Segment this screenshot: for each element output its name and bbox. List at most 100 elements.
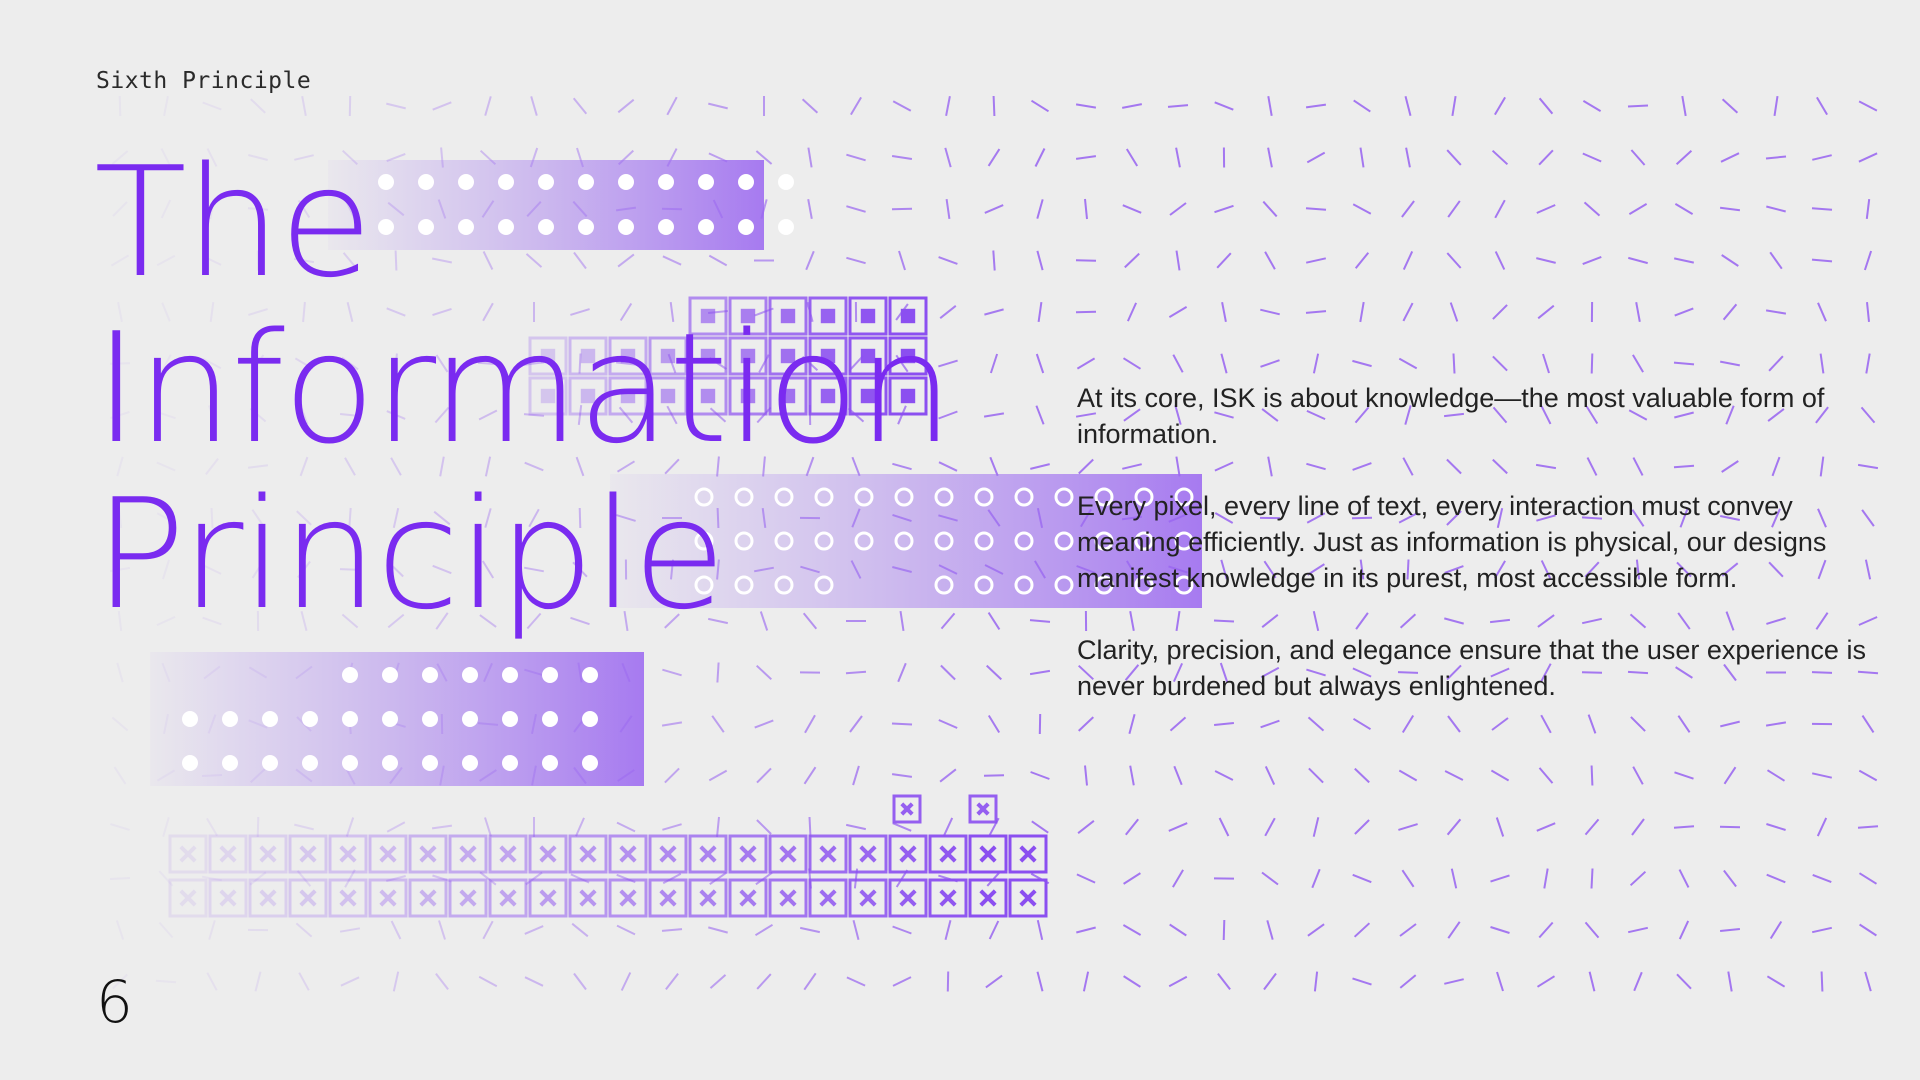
dash-mark bbox=[1124, 252, 1140, 269]
dash-mark bbox=[394, 353, 398, 374]
dash-mark bbox=[716, 456, 720, 477]
pattern-box-fill bbox=[740, 308, 756, 324]
pattern-box-fill bbox=[740, 348, 756, 364]
pattern-box-fill bbox=[540, 348, 556, 364]
dash-mark bbox=[110, 254, 130, 267]
dash-mark bbox=[394, 250, 398, 271]
dash-mark bbox=[1404, 96, 1412, 116]
pattern-box bbox=[688, 336, 728, 376]
dash-mark bbox=[570, 308, 590, 316]
dash-mark bbox=[477, 361, 499, 366]
dash-mark bbox=[109, 362, 131, 365]
dash-mark bbox=[1817, 559, 1827, 580]
pattern-dot bbox=[934, 531, 954, 551]
dash-mark bbox=[340, 976, 360, 987]
dash-mark bbox=[716, 816, 720, 838]
pattern-box-fill bbox=[820, 348, 836, 364]
dash-mark bbox=[1632, 354, 1644, 373]
dash-mark bbox=[1353, 99, 1371, 113]
dash-mark bbox=[707, 617, 729, 625]
dash-mark bbox=[206, 817, 218, 837]
dash-mark bbox=[208, 405, 216, 425]
pattern-dot bbox=[378, 174, 394, 190]
pattern-box bbox=[648, 376, 688, 416]
dash-mark bbox=[1811, 671, 1833, 674]
dash-mark bbox=[1029, 619, 1051, 623]
dash-mark bbox=[109, 566, 131, 573]
dash-mark bbox=[1491, 717, 1509, 731]
pattern-dot bbox=[698, 174, 714, 190]
dash-mark bbox=[1124, 664, 1140, 681]
dash-mark bbox=[1075, 310, 1097, 314]
pattern-dot bbox=[538, 219, 554, 235]
dash-mark bbox=[1260, 308, 1280, 316]
dash-mark bbox=[344, 869, 356, 888]
pattern-box bbox=[728, 336, 768, 376]
dash-mark bbox=[940, 612, 956, 630]
dash-mark bbox=[111, 716, 129, 732]
dash-mark bbox=[1398, 512, 1418, 524]
dash-mark bbox=[1036, 199, 1044, 219]
dash-mark bbox=[1078, 664, 1094, 681]
dash-mark bbox=[1175, 456, 1181, 477]
pattern-dot bbox=[694, 575, 714, 595]
dash-mark bbox=[1582, 255, 1602, 266]
dash-mark bbox=[1674, 203, 1694, 215]
dash-mark bbox=[892, 100, 912, 112]
dash-mark bbox=[296, 870, 312, 887]
dash-mark bbox=[251, 354, 265, 373]
dash-mark bbox=[1129, 611, 1135, 631]
dash-mark bbox=[891, 773, 913, 778]
dash-mark bbox=[1312, 353, 1320, 374]
dash-mark bbox=[438, 920, 446, 940]
pattern-box-fill bbox=[700, 308, 716, 324]
pattern-dot bbox=[342, 711, 358, 727]
dash-mark bbox=[1264, 817, 1276, 837]
dash-mark bbox=[1816, 96, 1828, 116]
pattern-dot bbox=[498, 219, 514, 235]
dash-mark bbox=[1075, 103, 1097, 109]
pattern-dot bbox=[694, 487, 714, 507]
dash-mark bbox=[1535, 463, 1557, 470]
dash-mark bbox=[755, 150, 773, 165]
dash-mark bbox=[1122, 357, 1142, 370]
dash-mark bbox=[1168, 306, 1188, 318]
pattern-dot bbox=[1134, 531, 1154, 551]
dash-mark bbox=[578, 507, 582, 529]
dash-mark bbox=[1126, 302, 1138, 322]
pattern-box-fill bbox=[780, 308, 796, 324]
dash-mark bbox=[666, 96, 678, 116]
dash-mark bbox=[1863, 250, 1873, 271]
dash-mark bbox=[1036, 250, 1044, 271]
pattern-box bbox=[768, 296, 808, 336]
dash-mark bbox=[1721, 98, 1739, 114]
dash-mark bbox=[1311, 868, 1321, 889]
dash-mark bbox=[435, 972, 449, 991]
dash-mark bbox=[342, 252, 358, 269]
pattern-cross bbox=[899, 845, 917, 863]
dash-mark bbox=[1628, 409, 1648, 421]
pattern-cross bbox=[699, 845, 717, 863]
dash-mark bbox=[1817, 508, 1827, 528]
pattern-box bbox=[528, 376, 568, 416]
pattern-dot bbox=[854, 531, 874, 551]
dash-mark bbox=[247, 207, 269, 211]
pattern-cross bbox=[219, 889, 237, 907]
dash-mark bbox=[661, 928, 683, 932]
pattern-box bbox=[528, 336, 568, 376]
dash-mark bbox=[852, 765, 860, 786]
dash-mark bbox=[251, 509, 265, 527]
pattern-box bbox=[168, 878, 208, 918]
dash-mark bbox=[202, 255, 222, 266]
dash-mark bbox=[987, 714, 1001, 734]
dash-mark bbox=[1587, 714, 1597, 734]
dash-mark bbox=[1858, 152, 1878, 163]
dash-mark bbox=[1076, 357, 1096, 370]
dash-mark bbox=[1122, 103, 1142, 109]
pattern-box-fill bbox=[900, 308, 916, 324]
dash-mark bbox=[1585, 405, 1599, 425]
pattern-box bbox=[448, 834, 488, 874]
dash-mark bbox=[249, 871, 267, 886]
dash-mark bbox=[1084, 198, 1088, 220]
dash-mark bbox=[1681, 95, 1687, 117]
